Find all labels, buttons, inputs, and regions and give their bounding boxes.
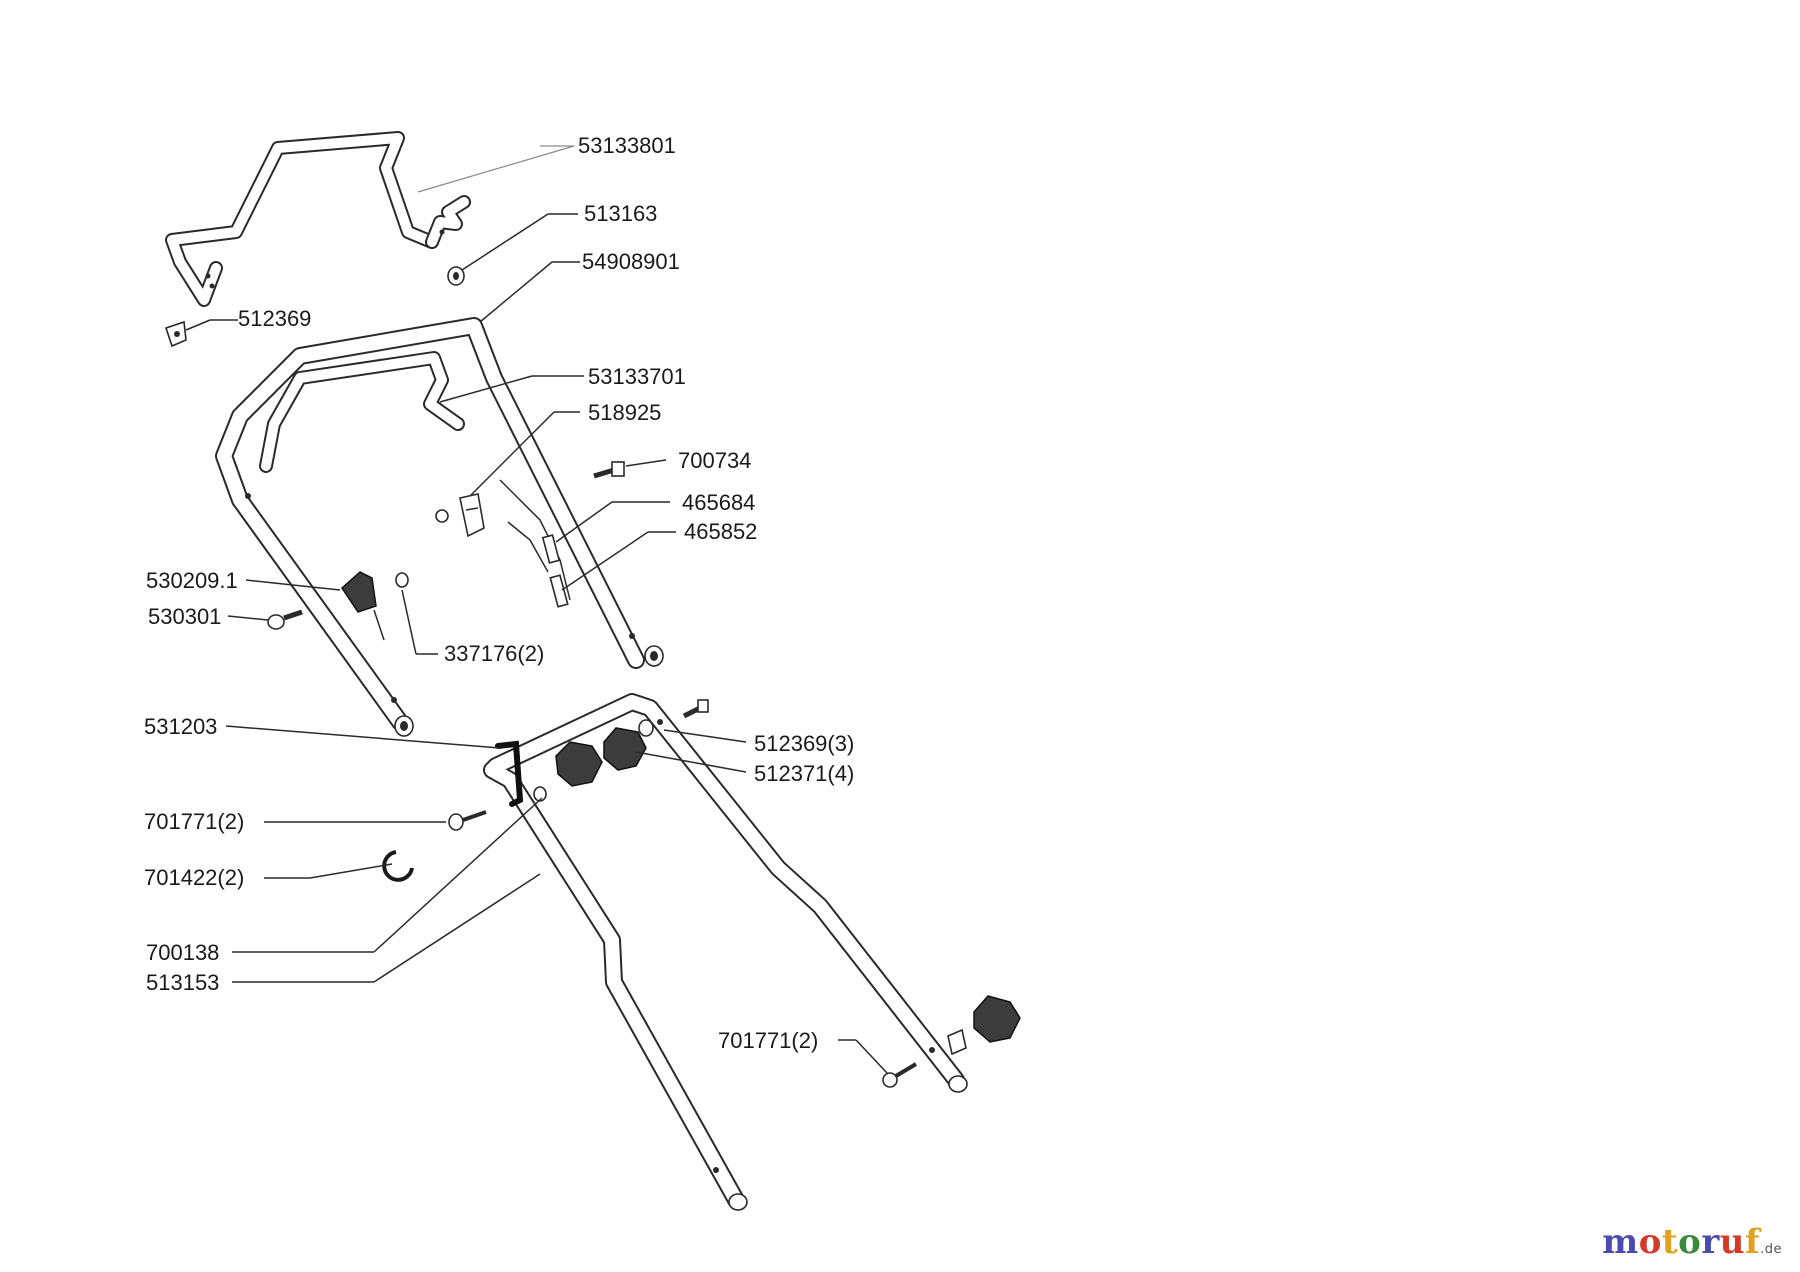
knob-512371-c (973, 995, 1021, 1043)
watermark-letter: f (1744, 1222, 1761, 1262)
throttle-lever-530209 (341, 571, 385, 641)
washer-513163 (447, 266, 465, 286)
label-530209-1: 530209.1 (146, 568, 238, 593)
label-700734: 700734 (678, 448, 752, 473)
clip-512369 (164, 320, 187, 348)
washer-700138 (533, 786, 547, 802)
label-465852: 465852 (684, 519, 758, 544)
label-54908901: 54908901 (582, 249, 680, 274)
label-53133701: 53133701 (588, 364, 686, 389)
label-530301: 530301 (148, 604, 222, 629)
clip-701422 (382, 850, 414, 882)
lower-handle-tube (483, 693, 968, 1211)
screw-upper-right (682, 699, 709, 719)
label-513163: 513163 (584, 201, 658, 226)
nut-small (435, 509, 449, 523)
watermark-suffix: .de (1760, 1242, 1782, 1257)
label-512369: 512369 (238, 306, 312, 331)
washer-512369-a (638, 719, 654, 737)
throttle-cable (499, 479, 571, 608)
label-512369-3: 512369(3) (754, 731, 855, 756)
inner-handle-bracket (259, 351, 465, 473)
upper-handle-tube (215, 317, 664, 737)
watermark-letter: t (1661, 1222, 1679, 1262)
leader-lines (185, 145, 889, 1075)
screw-700734 (593, 461, 625, 479)
upper-control-bar (165, 131, 471, 307)
label-518925: 518925 (588, 400, 662, 425)
label-337176: 337176(2) (444, 641, 545, 666)
watermark-letter: u (1719, 1222, 1745, 1262)
bolt-530301 (267, 609, 303, 630)
label-531203: 531203 (144, 714, 218, 739)
cable-holder-518925 (459, 493, 485, 538)
label-701771-b: 701771(2) (718, 1028, 819, 1053)
watermark-letter: o (1638, 1222, 1662, 1262)
knob-512371-a (555, 741, 603, 787)
watermark-letter: o (1678, 1222, 1702, 1262)
label-53133801: 53133801 (578, 133, 676, 158)
motoruf-watermark-logo: motoruf.de (1602, 1222, 1782, 1262)
bolt-701771-a (448, 810, 487, 831)
watermark-letter: r (1701, 1222, 1720, 1262)
nut-337176 (395, 572, 409, 588)
label-700138: 700138 (146, 940, 220, 965)
bracket-531203 (495, 740, 524, 807)
label-465684: 465684 (682, 490, 756, 515)
washer-512369-b (947, 1028, 967, 1056)
label-701422: 701422(2) (144, 865, 245, 890)
knob-512371-b (603, 727, 647, 771)
label-701771-a: 701771(2) (144, 809, 245, 834)
watermark-letter: m (1602, 1222, 1639, 1262)
label-513153: 513153 (146, 970, 220, 995)
label-512371-4: 512371(4) (754, 761, 855, 786)
bolt-701771-b (882, 1062, 918, 1088)
